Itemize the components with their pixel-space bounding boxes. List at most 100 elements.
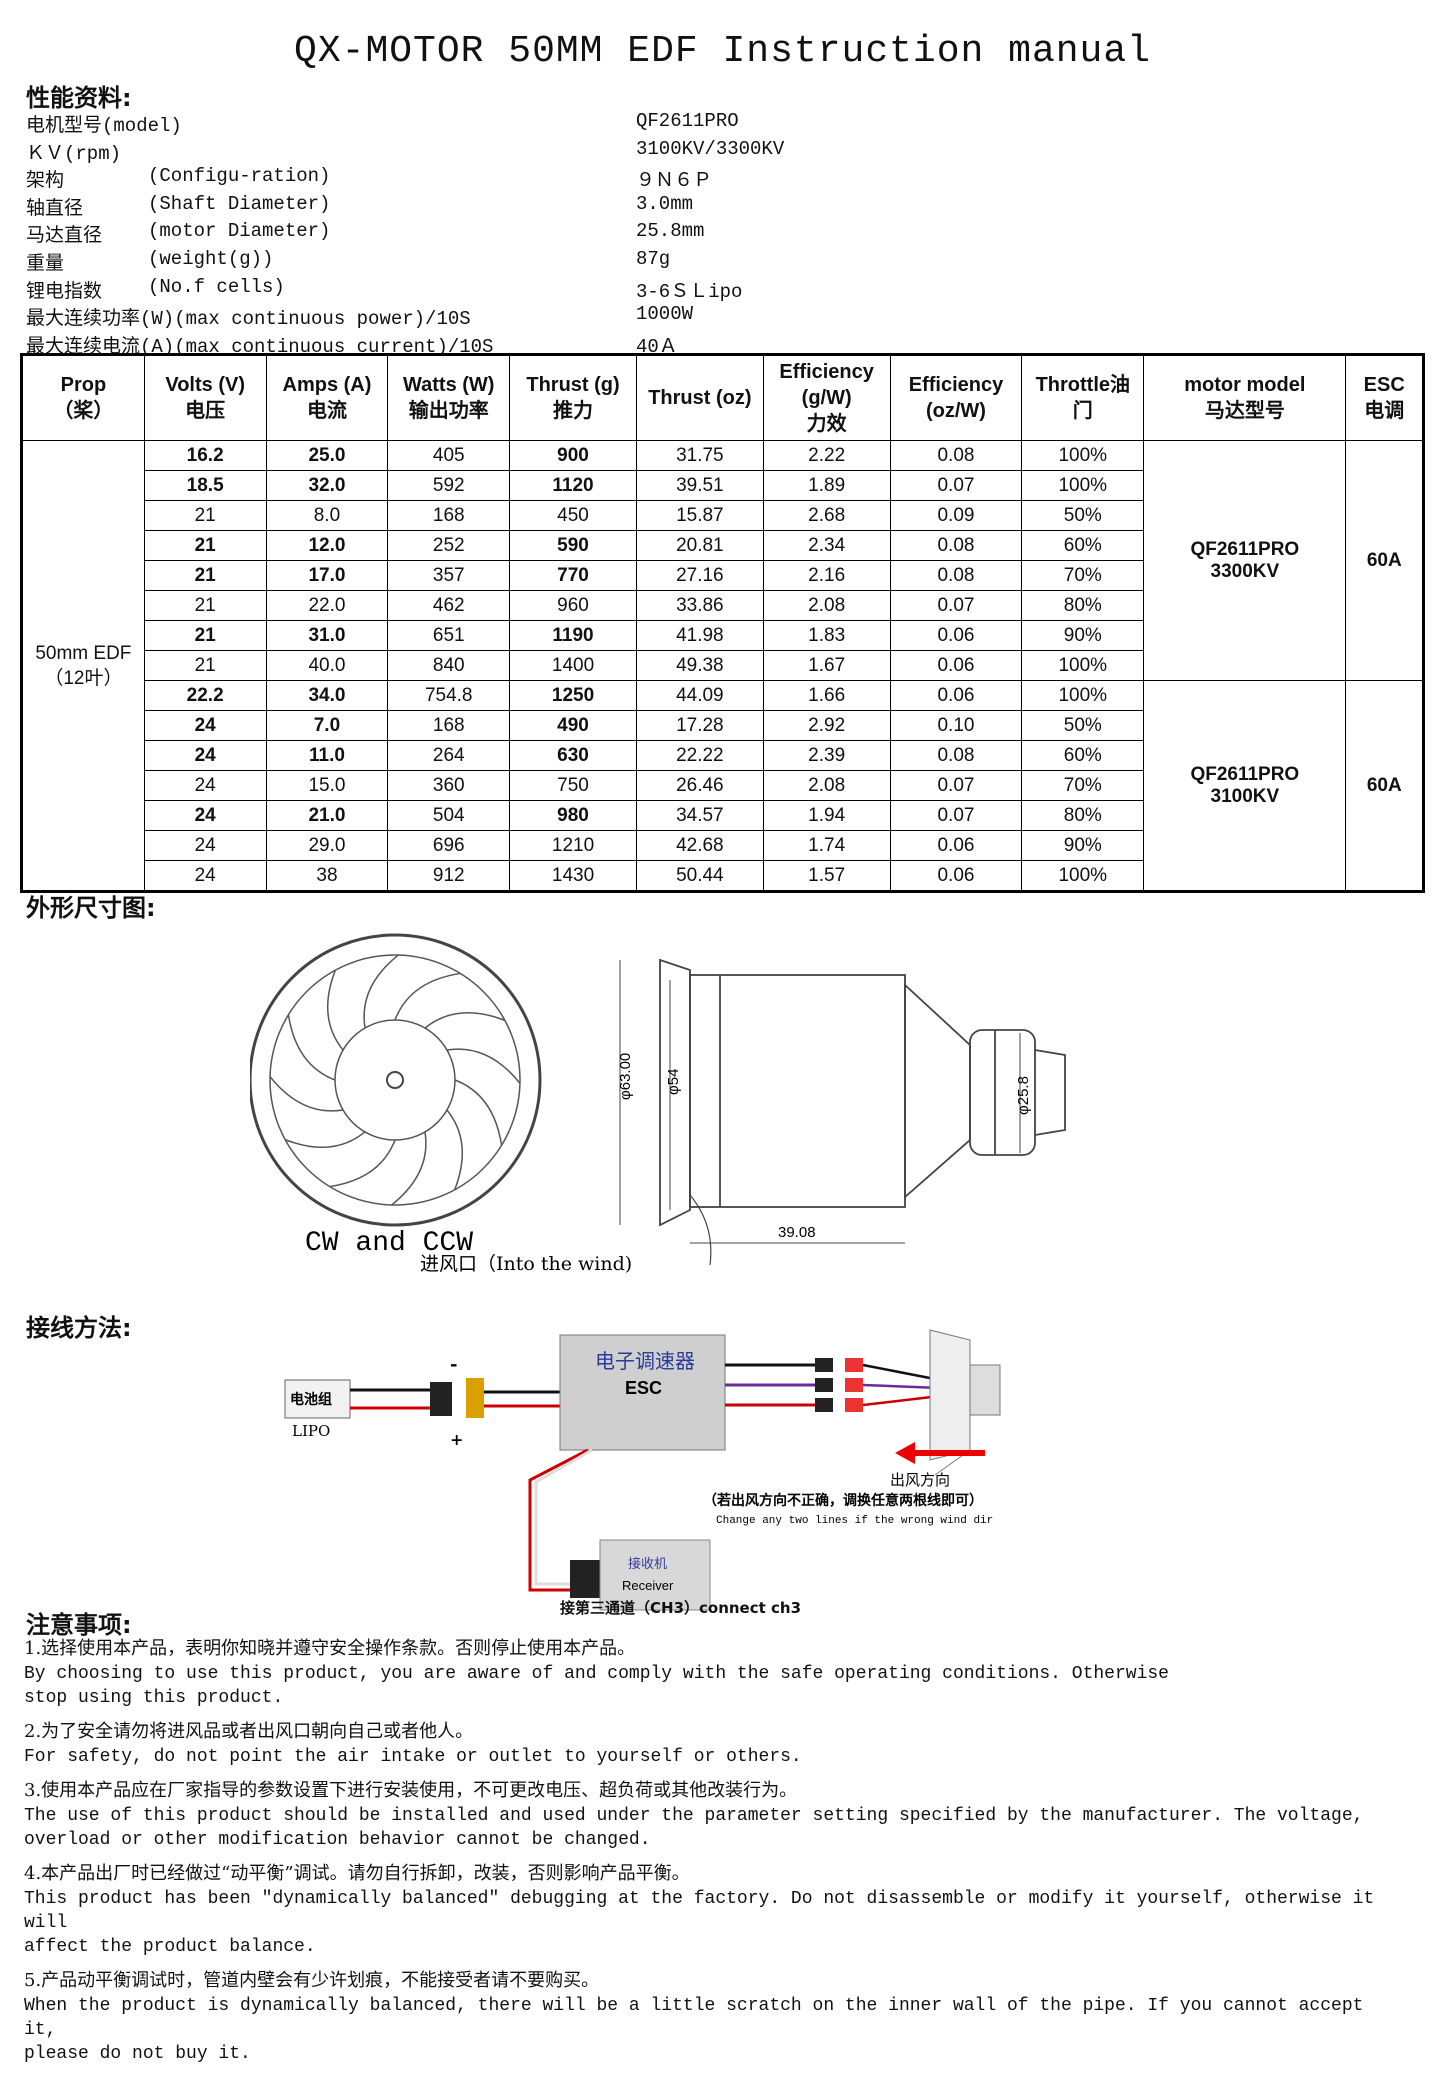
spec-value: 3-6ＳＬipo	[636, 280, 743, 303]
spec-label: 马达直径	[26, 225, 103, 248]
table-cell: 750	[509, 770, 637, 801]
table-cell: 2.34	[762, 530, 891, 561]
table-cell: 264	[387, 740, 511, 771]
spec-label: ＫＶ(rpm)	[26, 142, 122, 165]
receiver-cn-label: 接收机	[628, 1556, 667, 1572]
spec-row: 最大连续电流(A)(max continuous current)/10S 40Ａ	[26, 331, 1026, 359]
spec-label: 架构	[26, 170, 65, 193]
table-cell: 24	[143, 740, 267, 771]
note-cn: 4.本产品出厂时已经做过“动平衡”调试。请勿自行拆卸，改装，否则影响产品平衡。	[24, 1863, 690, 1884]
table-cell: 450	[509, 500, 637, 531]
table-cell: 0.06	[889, 830, 1023, 861]
fan-blade	[284, 1131, 366, 1149]
esc-cell: 60A	[1345, 440, 1424, 681]
table-cell: 90%	[1021, 620, 1145, 651]
edf-unit	[929, 1329, 971, 1461]
table-cell: 0.07	[889, 470, 1023, 501]
spec-label: 重量	[26, 252, 65, 275]
reverse-en-label: Change any two lines if the wrong wind d…	[716, 1515, 993, 1527]
table-cell: 42.68	[635, 830, 764, 861]
table-cell: 70%	[1021, 560, 1145, 591]
table-cell: 0.10	[889, 710, 1023, 741]
table-cell: 40.0	[265, 650, 389, 681]
table-cell: 462	[387, 590, 511, 621]
section-notes-heading: 注意事项:	[26, 1611, 132, 1639]
table-cell: 0.08	[889, 740, 1023, 771]
table-cell: 1190	[509, 620, 637, 651]
section-dimensions-heading: 外形尺寸图:	[26, 894, 156, 922]
table-cell: 1.94	[762, 800, 891, 831]
table-cell: 1.67	[762, 650, 891, 681]
table-cell: 12.0	[265, 530, 389, 561]
spec-value: 40Ａ	[636, 335, 678, 358]
table-cell: 31.0	[265, 620, 389, 651]
table-cell: 900	[509, 440, 637, 471]
table-cell: 39.51	[635, 470, 764, 501]
table-cell: 21	[143, 620, 267, 651]
table-cell: 24	[143, 830, 267, 861]
table-cell: 49.38	[635, 650, 764, 681]
fan-blade	[391, 1131, 427, 1206]
table-cell: 17.0	[265, 560, 389, 591]
dim-length-label: 39.08	[778, 1224, 816, 1241]
column-header: Efficiency(g/W)力效	[762, 354, 891, 441]
table-cell: 60%	[1021, 740, 1145, 771]
table-cell: 840	[387, 650, 511, 681]
note-cn: 5.产品动平衡调试时，管道内壁会有少许划痕，不能接受者请不要购买。	[24, 1970, 600, 1991]
table-cell: 696	[387, 830, 511, 861]
table-cell: 50%	[1021, 710, 1145, 741]
note-cn: 3.使用本产品应在厂家指导的参数设置下进行安装使用，不可更改电压、超负荷或其他改…	[24, 1780, 798, 1801]
spec-row: 电机型号(model)QF2611PRO	[26, 110, 1026, 138]
table-cell: 168	[387, 500, 511, 531]
table-cell: 2.92	[762, 710, 891, 741]
table-cell: 0.06	[889, 620, 1023, 651]
spec-value: 25.8mm	[636, 220, 705, 243]
table-cell: 651	[387, 620, 511, 651]
airflow-label: 出风方向	[890, 1471, 950, 1489]
table-cell: 21	[143, 530, 267, 561]
table-cell: 100%	[1021, 650, 1145, 681]
table-cell: 29.0	[265, 830, 389, 861]
table-cell: 0.09	[889, 500, 1023, 531]
table-cell: 22.22	[635, 740, 764, 771]
battery-en-label: LIPO	[292, 1422, 330, 1440]
column-header: Volts (V)电压	[143, 354, 267, 441]
table-cell: 100%	[1021, 860, 1145, 892]
dim-inner-label: φ54	[665, 1069, 682, 1095]
table-cell: 17.28	[635, 710, 764, 741]
spec-label: 最大连续电流(A)(max continuous current)/10S	[26, 335, 494, 358]
table-cell: 252	[387, 530, 511, 561]
esc-cn-label: 电子调速器	[595, 1349, 695, 1373]
page-title: QX-MOTOR 50MM EDF Instruction manual	[294, 30, 1151, 73]
spec-value: 87g	[636, 247, 671, 270]
table-cell: 630	[509, 740, 637, 771]
table-cell: 1.89	[762, 470, 891, 501]
spec-value: 3.0mm	[636, 192, 694, 215]
table-cell: 25.0	[265, 440, 389, 471]
fan-blade	[287, 1014, 336, 1081]
table-cell: 8.0	[265, 500, 389, 531]
table-cell: 0.08	[889, 530, 1023, 561]
spec-label-en: (Shaft Diameter)	[148, 192, 331, 215]
table-cell: 44.09	[635, 680, 764, 711]
dim-motor-label: φ25.8	[1015, 1076, 1032, 1115]
table-cell: 980	[509, 800, 637, 831]
table-cell: 490	[509, 710, 637, 741]
column-header: Thrust (g)推力	[509, 354, 637, 441]
note-item: 3.使用本产品应在厂家指导的参数设置下进行安装使用，不可更改电压、超负荷或其他改…	[24, 1777, 1404, 1852]
table-cell: 50%	[1021, 500, 1145, 531]
spec-label: 电机型号(model)	[26, 115, 182, 137]
table-cell: 0.06	[889, 650, 1023, 681]
intake-label: 进风口（Into the wind)	[420, 1253, 632, 1275]
table-cell: 0.08	[889, 560, 1023, 591]
table-cell: 168	[387, 710, 511, 741]
table-cell: 1.57	[762, 860, 891, 892]
